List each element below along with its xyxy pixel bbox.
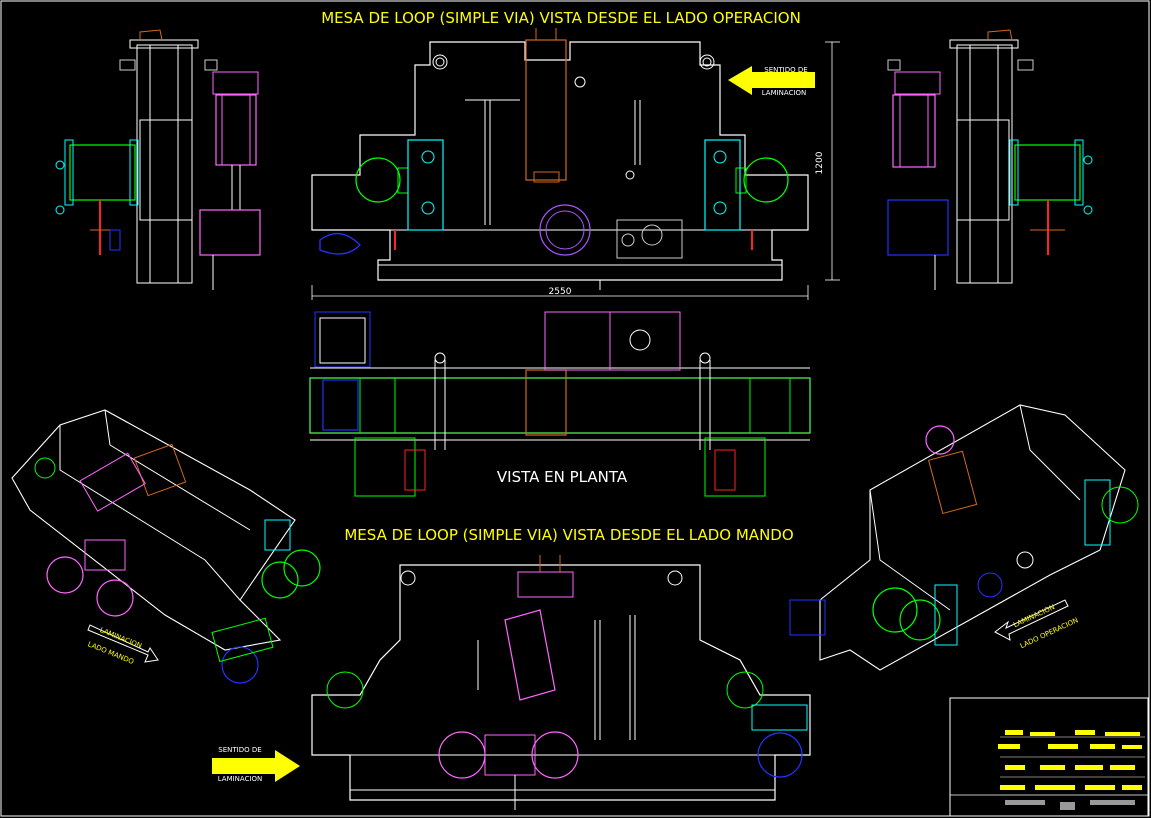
rolling-direction-arrow-bottom: [212, 750, 300, 782]
side-view-right: [887, 29, 1093, 290]
iso-arrow-left: [87, 624, 159, 663]
dimension-width: 2550: [549, 287, 572, 297]
dimension-height: 1200: [815, 151, 825, 174]
elevation-drive-side: [311, 555, 811, 810]
arrow-top-line2: LAMINACION: [762, 89, 807, 97]
side-view-left: [55, 29, 261, 290]
arrow-bottom-line2: LAMINACION: [218, 775, 263, 783]
title-block: [949, 697, 1149, 817]
isometric-view-right: [789, 404, 1139, 671]
title-plan-view: VISTA EN PLANTA: [497, 468, 628, 486]
title-drive-side: MESA DE LOOP (SIMPLE VIA) VISTA DESDE EL…: [344, 526, 793, 544]
title-operation-side: MESA DE LOOP (SIMPLE VIA) VISTA DESDE EL…: [321, 9, 801, 27]
plan-view: [309, 311, 811, 497]
arrow-bottom-line1: SENTIDO DE: [218, 746, 261, 754]
iso-arrow-right: [994, 599, 1069, 641]
isometric-view-left: [11, 409, 321, 684]
arrow-top-line1: SENTIDO DE: [764, 66, 807, 74]
elevation-operation-side: [311, 28, 840, 300]
rolling-direction-arrow-top: [728, 66, 815, 95]
